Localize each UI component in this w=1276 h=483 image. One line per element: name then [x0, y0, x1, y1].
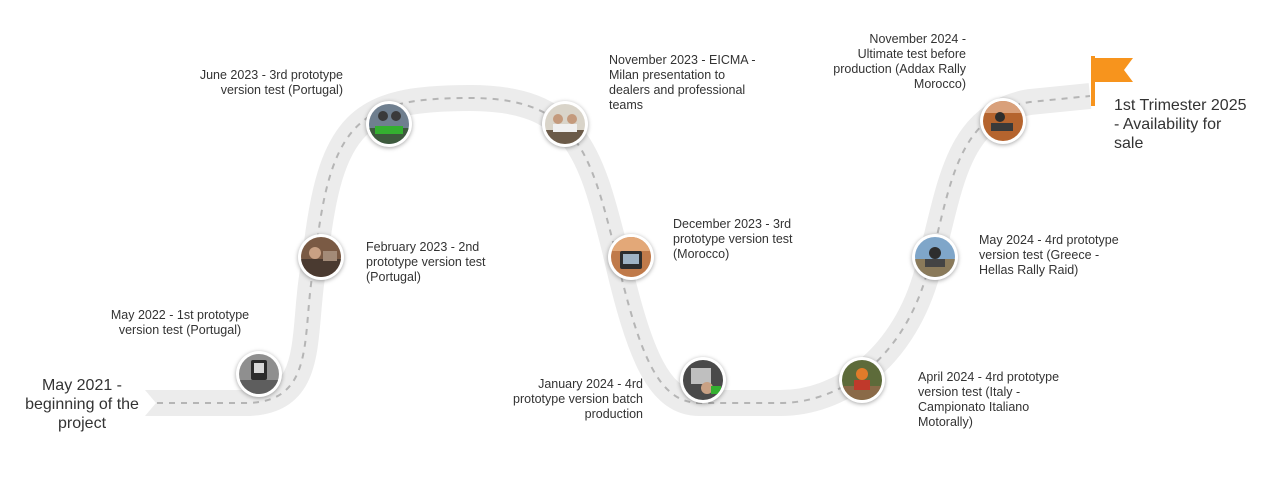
team-with-bike-photo-icon — [369, 104, 409, 144]
greece-rider-photo-icon — [915, 237, 955, 277]
milestone-label-4: November 2023 - EICMA - Milan presentati… — [609, 53, 756, 112]
milestone-label-7: April 2024 - 4rd prototype version test … — [918, 370, 1060, 429]
milestone-photo-2 — [298, 234, 344, 280]
morocco-rider-photo-icon — [983, 101, 1023, 141]
milestone-photo-8 — [912, 234, 958, 280]
milestone-photo-1 — [236, 351, 282, 397]
timeline-end-label: 1st Trimester 2025 - Availability for sa… — [1114, 97, 1247, 152]
desert-dashboard-photo-icon — [611, 237, 651, 277]
milestone-label-2: February 2023 - 2nd prototype version te… — [366, 240, 486, 284]
workshop-photo-icon — [301, 237, 341, 277]
milestone-photo-6 — [680, 357, 726, 403]
milestone-label-3: June 2023 - 3rd prototype version test (… — [199, 68, 343, 97]
milestone-label-5: December 2023 - 3rd prototype version te… — [673, 217, 793, 261]
milestone-photo-4 — [542, 101, 588, 147]
milestone-label-8: May 2024 - 4rd prototype version test (G… — [979, 233, 1119, 277]
milestone-photo-9 — [980, 98, 1026, 144]
presentation-photo-icon — [545, 104, 585, 144]
milestone-photo-7 — [839, 357, 885, 403]
milestone-label-1: May 2022 - 1st prototype version test (P… — [110, 308, 250, 337]
rally-rider-photo-icon — [842, 360, 882, 400]
milestone-label-9: November 2024 - Ultimate test before pro… — [833, 32, 966, 91]
timeline-start-label: May 2021 - beginning of the project — [25, 377, 139, 432]
milestone-photo-3 — [366, 101, 412, 147]
motorcycle-dashboard-photo-icon — [239, 354, 279, 394]
flag-icon — [1091, 56, 1133, 106]
assembly-photo-icon — [683, 360, 723, 400]
milestone-photo-5 — [608, 234, 654, 280]
milestone-label-6: January 2024 - 4rd prototype version bat… — [513, 377, 643, 421]
